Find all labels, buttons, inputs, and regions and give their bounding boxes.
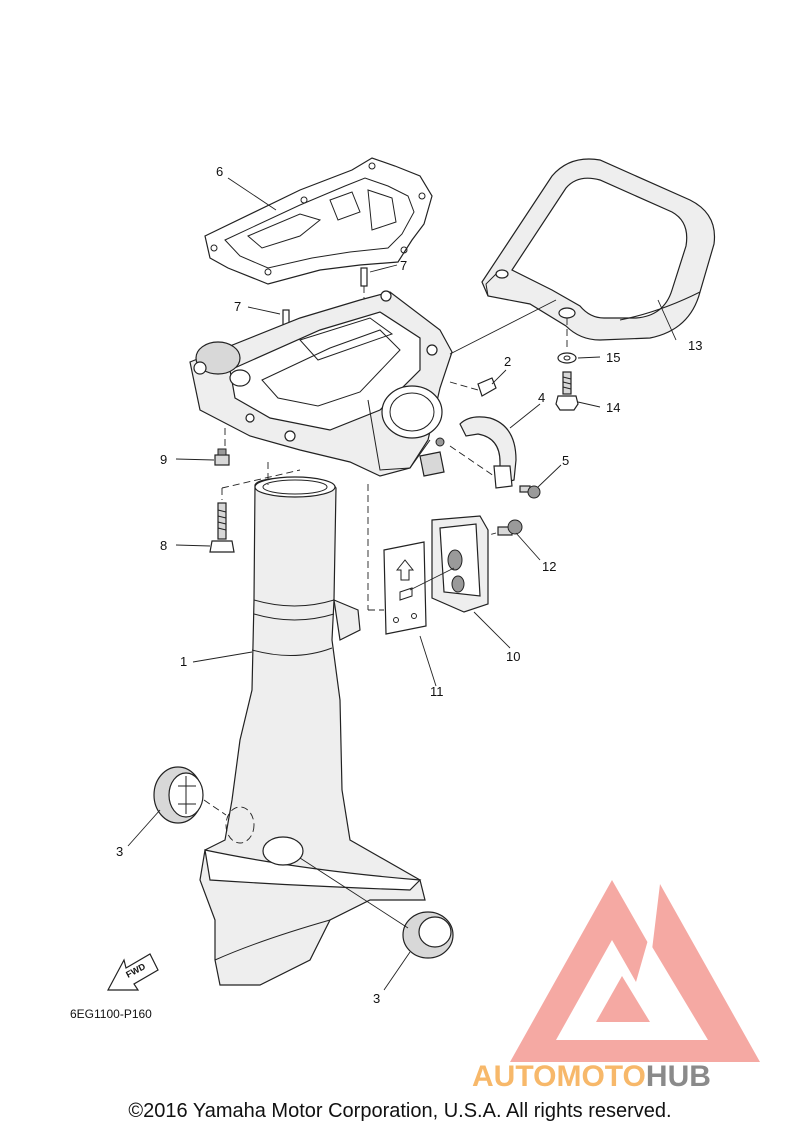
- callout-1: 1: [180, 654, 187, 669]
- upper-casing: [189, 290, 453, 477]
- part-14-bolt: [555, 371, 579, 411]
- callout-12: 12: [542, 559, 556, 574]
- part-7-dowel-pin-a: [360, 267, 368, 310]
- part-12-screw: [497, 519, 523, 536]
- callout-5: 5: [562, 453, 569, 468]
- leader-lines: [127, 177, 677, 991]
- watermark-text: AUTOMOTOHUB: [472, 1060, 711, 1093]
- part-5-screw: [519, 485, 541, 499]
- callout-3a: 3: [116, 844, 123, 859]
- watermark-logo: [510, 880, 760, 1062]
- callout-3b: 3: [373, 991, 380, 1006]
- callout-9: 9: [160, 452, 167, 467]
- callout-7a: 7: [400, 258, 407, 273]
- callout-4: 4: [538, 390, 545, 405]
- part-10-rubber-seal: [431, 515, 489, 613]
- part-4-clamp: [459, 416, 517, 489]
- callout-8: 8: [160, 538, 167, 553]
- part-8-bolt: [209, 502, 235, 553]
- part-3-grommet-b: [402, 911, 454, 959]
- part-11-plate: [383, 541, 427, 635]
- part-15-washer: [557, 352, 577, 364]
- callout-7b: 7: [234, 299, 241, 314]
- fwd-arrow-icon: FWD: [107, 953, 159, 991]
- part-code: 6EG1100-P160: [70, 1007, 152, 1021]
- callout-13: 13: [688, 338, 702, 353]
- part-1-housing: [199, 462, 426, 986]
- parts-diagram: FWD 6 7 7 2 4 5 13 15 14 9 8 1 12 10 11 …: [70, 157, 760, 1093]
- part-2-pin: [477, 377, 497, 397]
- watermark-text-orange: AUTOMOTO: [472, 1060, 646, 1093]
- callout-10: 10: [506, 649, 520, 664]
- callout-15: 15: [606, 350, 620, 365]
- part-3-grommet-a: [153, 766, 204, 824]
- part-9-grease-nipple: [214, 448, 230, 466]
- part-13-cover: [481, 158, 716, 341]
- callout-11: 11: [430, 684, 444, 699]
- callout-14: 14: [606, 400, 620, 415]
- watermark-text-gray: HUB: [646, 1060, 711, 1093]
- copyright-notice: ©2016 Yamaha Motor Corporation, U.S.A. A…: [128, 1100, 672, 1122]
- callout-2: 2: [504, 354, 511, 369]
- part-6-gasket: [204, 157, 433, 285]
- callout-6: 6: [216, 164, 223, 179]
